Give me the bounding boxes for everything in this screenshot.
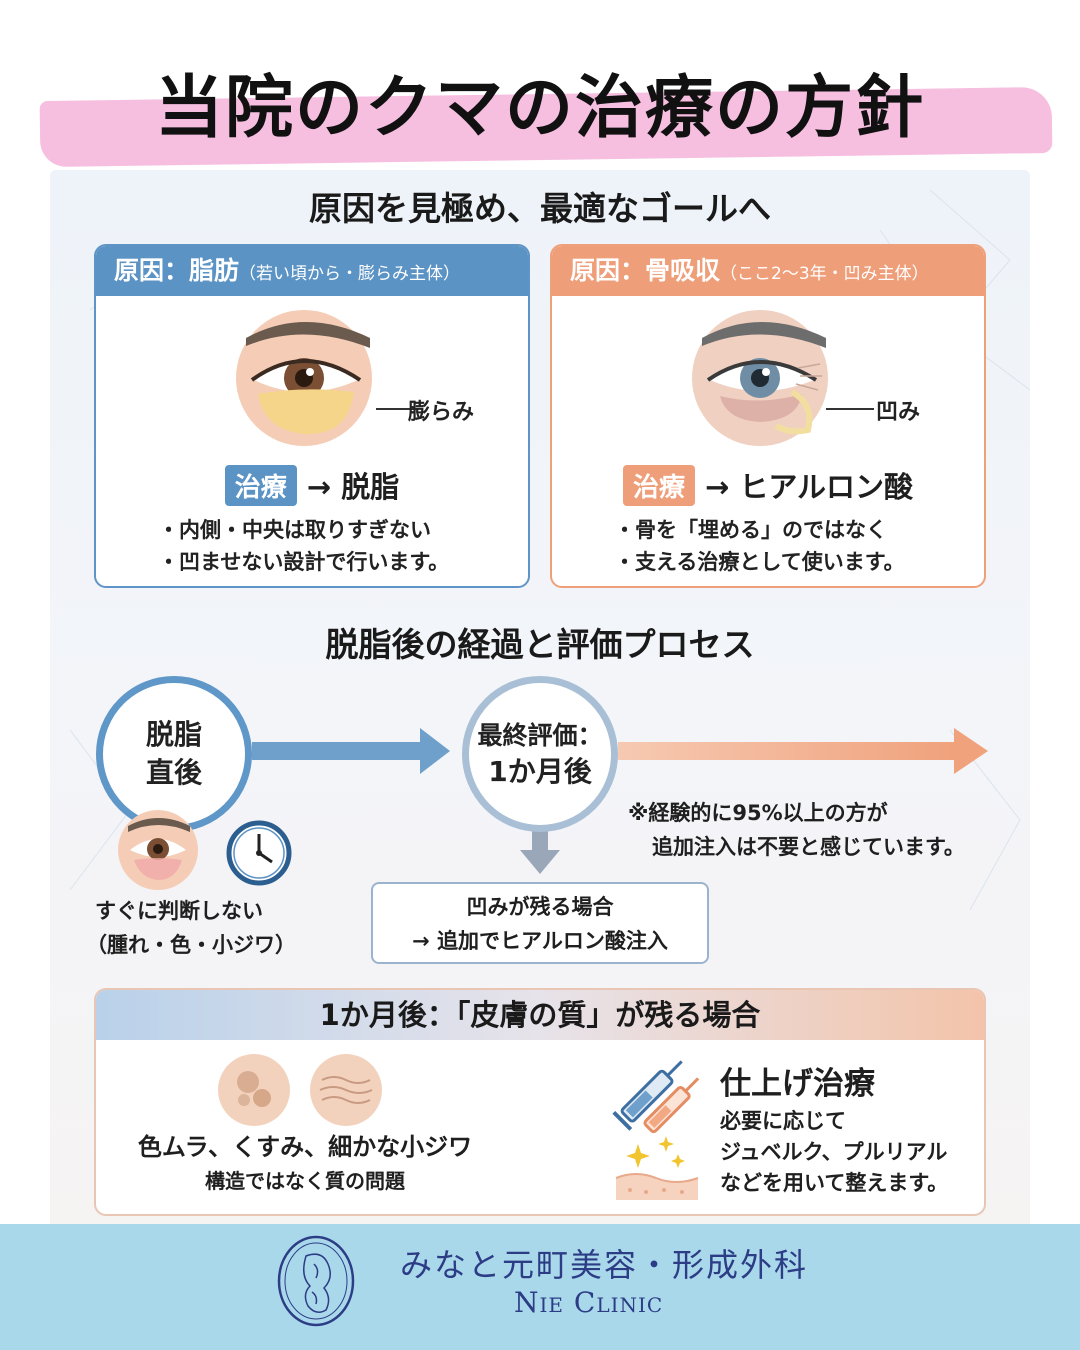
cause-subtitle: （ここ2〜3年・凹み主体） xyxy=(720,264,929,284)
cause-card-header: 原因：脂肪（若い頃から・膨らみ主体） xyxy=(96,246,528,296)
sparkle-icon xyxy=(626,1136,685,1168)
skin-layer-icon xyxy=(615,1173,699,1200)
treatment-notes: ・骨を「埋める」のではなく ・支える治療として使います。 xyxy=(614,514,905,578)
finish-treatment-desc: 必要に応じて ジュベルク、プルリアル などを用いて整えます。 xyxy=(720,1106,948,1199)
arrow-to-final xyxy=(252,728,450,774)
skin-spots-icon xyxy=(218,1054,290,1126)
arrow-beyond-final xyxy=(618,728,988,774)
section-heading-cause: 原因を見極め、最適なゴールへ xyxy=(309,189,771,228)
step-start-line: 直後 xyxy=(145,756,202,789)
step-final-line: 1か月後 xyxy=(488,755,592,788)
treatment-badge: 治療 xyxy=(224,464,297,506)
finish-line: 必要に応じて xyxy=(720,1109,846,1133)
eye-fat-icon xyxy=(236,310,372,446)
arrow-down xyxy=(520,830,560,874)
cause-subtitle: （若い頃から・膨らみ主体） xyxy=(239,264,461,284)
skin-issue-line: 色ムラ、くすみ、細かな小ジワ xyxy=(137,1133,473,1161)
remaining-hollow-box: 凹みが残る場合 → 追加でヒアルロン酸注入 xyxy=(371,882,709,964)
bullet-item: ・支える治療として使います。 xyxy=(614,550,905,574)
cause-card-header: 原因：骨吸収（ここ2〜3年・凹み主体） xyxy=(552,246,984,296)
eye-label-bulge: 膨らみ xyxy=(408,400,475,425)
footer-bar xyxy=(0,1224,1080,1350)
treatment-row: 治療 → ヒアルロン酸 xyxy=(552,464,984,506)
finish-line: ジュベルク、プルリアル xyxy=(720,1140,948,1164)
clinic-name-english: Nie Clinic xyxy=(514,1286,664,1319)
cause-title: 原因：骨吸収 xyxy=(570,256,721,285)
eye-label-hollow: 凹み xyxy=(876,400,921,425)
treatment-row: 治療 → 脱脂 xyxy=(96,464,528,506)
note-line: 追加注入は不要と感じています。 xyxy=(652,835,965,859)
treatment-notes: ・内側・中央は取りすぎない ・凹ませない設計で行います。 xyxy=(158,514,449,578)
clinic-name: みなと元町美容・形成外科 xyxy=(400,1246,809,1284)
eye-label-line xyxy=(376,408,418,410)
cause-card-bone: 原因：骨吸収（ここ2〜3年・凹み主体） 凹み 治療 → ヒアルロン酸 ・骨を「埋め… xyxy=(550,244,986,588)
skin-issue-line: 構造ではなく質の問題 xyxy=(205,1169,405,1193)
step-start-line: 脱脂 xyxy=(145,718,202,751)
remain-line: 凹みが残る場合 xyxy=(466,895,614,919)
skin-quality-heading: 1か月後：「皮膚の質」が残る場合 xyxy=(96,990,984,1040)
step-final-circle: 最終評価： 1か月後 xyxy=(462,676,618,832)
syringe-icon xyxy=(612,1060,700,1200)
skin-issue-text: 色ムラ、くすみ、細かな小ジワ 構造ではなく質の問題 xyxy=(110,1130,500,1198)
experience-note: ※経験的に95%以上の方が 追加注入は不要と感じています。 xyxy=(628,796,965,864)
clock-icon xyxy=(226,820,292,886)
clinic-logo-icon xyxy=(277,1235,355,1327)
note-line: ※経験的に95%以上の方が xyxy=(628,801,888,825)
eye-bone-icon xyxy=(692,310,828,446)
eye-swelling-icon xyxy=(118,810,198,890)
finish-line: などを用いて整えます。 xyxy=(720,1171,949,1195)
page-title: 当院のクマの治療の方針 xyxy=(154,69,925,148)
treatment-badge: 治療 xyxy=(622,464,695,506)
eye-label-line xyxy=(826,408,874,410)
skin-quality-box: 1か月後：「皮膚の質」が残る場合 色ムラ、くすみ、細かな小ジワ 構造ではなく質の… xyxy=(94,988,986,1216)
caption-line: すぐに判断しない xyxy=(95,899,263,923)
treatment-value: → ヒアルロン酸 xyxy=(704,470,914,504)
bullet-item: ・内側・中央は取りすぎない xyxy=(158,518,431,542)
bullet-item: ・凹ませない設計で行います。 xyxy=(158,550,450,574)
skin-wrinkle-icon xyxy=(310,1054,382,1126)
cause-card-fat: 原因：脂肪（若い頃から・膨らみ主体） 膨らみ 治療 → 脱脂 ・内側・中央は取りす… xyxy=(94,244,530,588)
bullet-item: ・骨を「埋める」のではなく xyxy=(614,518,887,542)
left-caption: すぐに判断しない （腫れ・色・小ジワ） xyxy=(86,894,296,962)
step-final-line: 最終評価： xyxy=(477,721,603,750)
remain-line: → 追加でヒアルロン酸注入 xyxy=(412,929,668,953)
treatment-value: → 脱脂 xyxy=(306,470,400,504)
section-heading-process: 脱脂後の経過と評価プロセス xyxy=(325,625,755,664)
cause-title: 原因：脂肪 xyxy=(114,256,240,285)
caption-line: （腫れ・色・小ジワ） xyxy=(86,933,296,957)
finish-treatment-title: 仕上げ治療 xyxy=(720,1066,875,1102)
